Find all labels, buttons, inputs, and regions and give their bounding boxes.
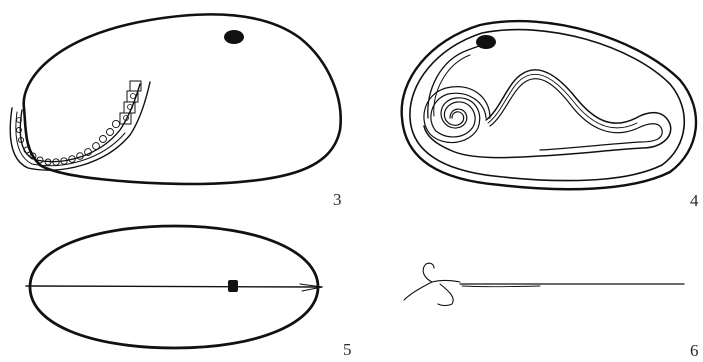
figure-5-number: 5 xyxy=(343,340,352,359)
figure-5-hinge-line xyxy=(26,286,322,287)
figure-4-coiled-gut xyxy=(424,44,671,158)
figure-3: 3 xyxy=(10,14,341,209)
figure-4-number: 4 xyxy=(690,191,699,210)
figure-5-eye-spot xyxy=(228,280,238,292)
figure-3-carapace-outline xyxy=(24,14,341,184)
figure-4-eye-spot xyxy=(476,35,496,49)
figure-3-egg-string xyxy=(10,81,150,170)
figure-6-number: 6 xyxy=(690,341,699,360)
figure-3-eye-spot xyxy=(224,30,244,44)
figure-4: 4 xyxy=(402,21,699,210)
figure-5: 5 xyxy=(26,226,352,359)
figure-3-number: 3 xyxy=(333,190,342,209)
figure-6: 6 xyxy=(404,263,699,360)
